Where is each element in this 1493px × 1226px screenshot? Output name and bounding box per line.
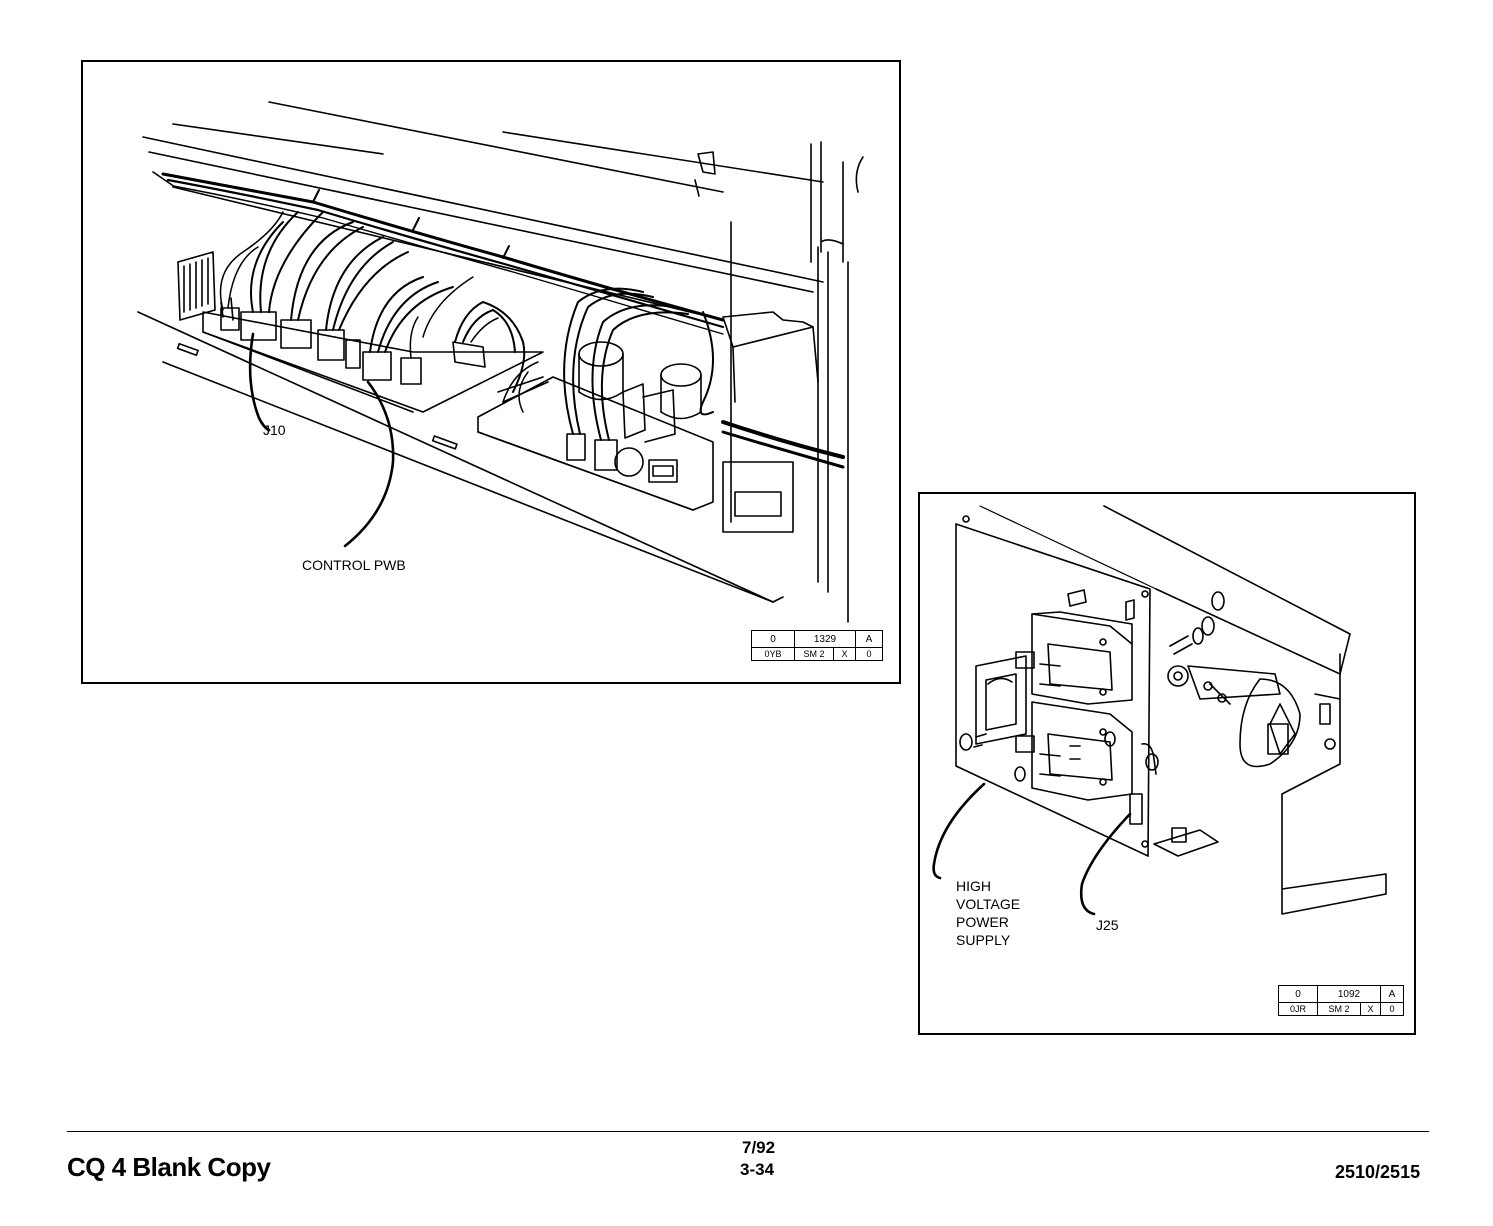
label-j25: J25 (1096, 916, 1119, 934)
figure-stamp-1329: 0 1329 A 0YB SM 2 X 0 (751, 630, 883, 661)
figure-stamp-1092: 0 1092 A 0JR SM 2 X 0 (1278, 985, 1404, 1016)
footer-rule (67, 1131, 1429, 1132)
footer-title: CQ 4 Blank Copy (67, 1152, 270, 1183)
label-j10: J10 (263, 421, 286, 439)
stamp-cell: A (1381, 986, 1404, 1003)
footer-revision-date: 7/92 (742, 1138, 775, 1158)
figure-control-pwb: J10 CONTROL PWB 0 1329 A 0YB SM 2 X 0 (81, 60, 901, 684)
footer-model-number: 2510/2515 (1335, 1162, 1420, 1183)
stamp-cell: 1329 (795, 631, 856, 648)
stamp-cell: 1092 (1318, 986, 1381, 1003)
stamp-cell: 0JR (1279, 1003, 1318, 1016)
illustration-hvps (920, 494, 1414, 1033)
stamp-cell: X (1361, 1003, 1381, 1016)
stamp-cell: 0YB (752, 648, 795, 661)
stamp-cell: X (833, 648, 855, 661)
footer-page-number: 3-34 (740, 1160, 774, 1180)
stamp-cell: 0 (1279, 986, 1318, 1003)
stamp-cell: SM 2 (795, 648, 834, 661)
stamp-cell: 0 (752, 631, 795, 648)
label-high-voltage-power-supply: HIGH VOLTAGE POWER SUPPLY (956, 877, 1020, 949)
illustration-control-pwb (83, 62, 899, 682)
stamp-cell: A (856, 631, 883, 648)
stamp-cell: 0 (856, 648, 883, 661)
stamp-cell: SM 2 (1318, 1003, 1361, 1016)
figure-high-voltage-power-supply: HIGH VOLTAGE POWER SUPPLY J25 0 1092 A 0… (918, 492, 1416, 1035)
label-control-pwb: CONTROL PWB (302, 556, 406, 574)
stamp-cell: 0 (1381, 1003, 1404, 1016)
